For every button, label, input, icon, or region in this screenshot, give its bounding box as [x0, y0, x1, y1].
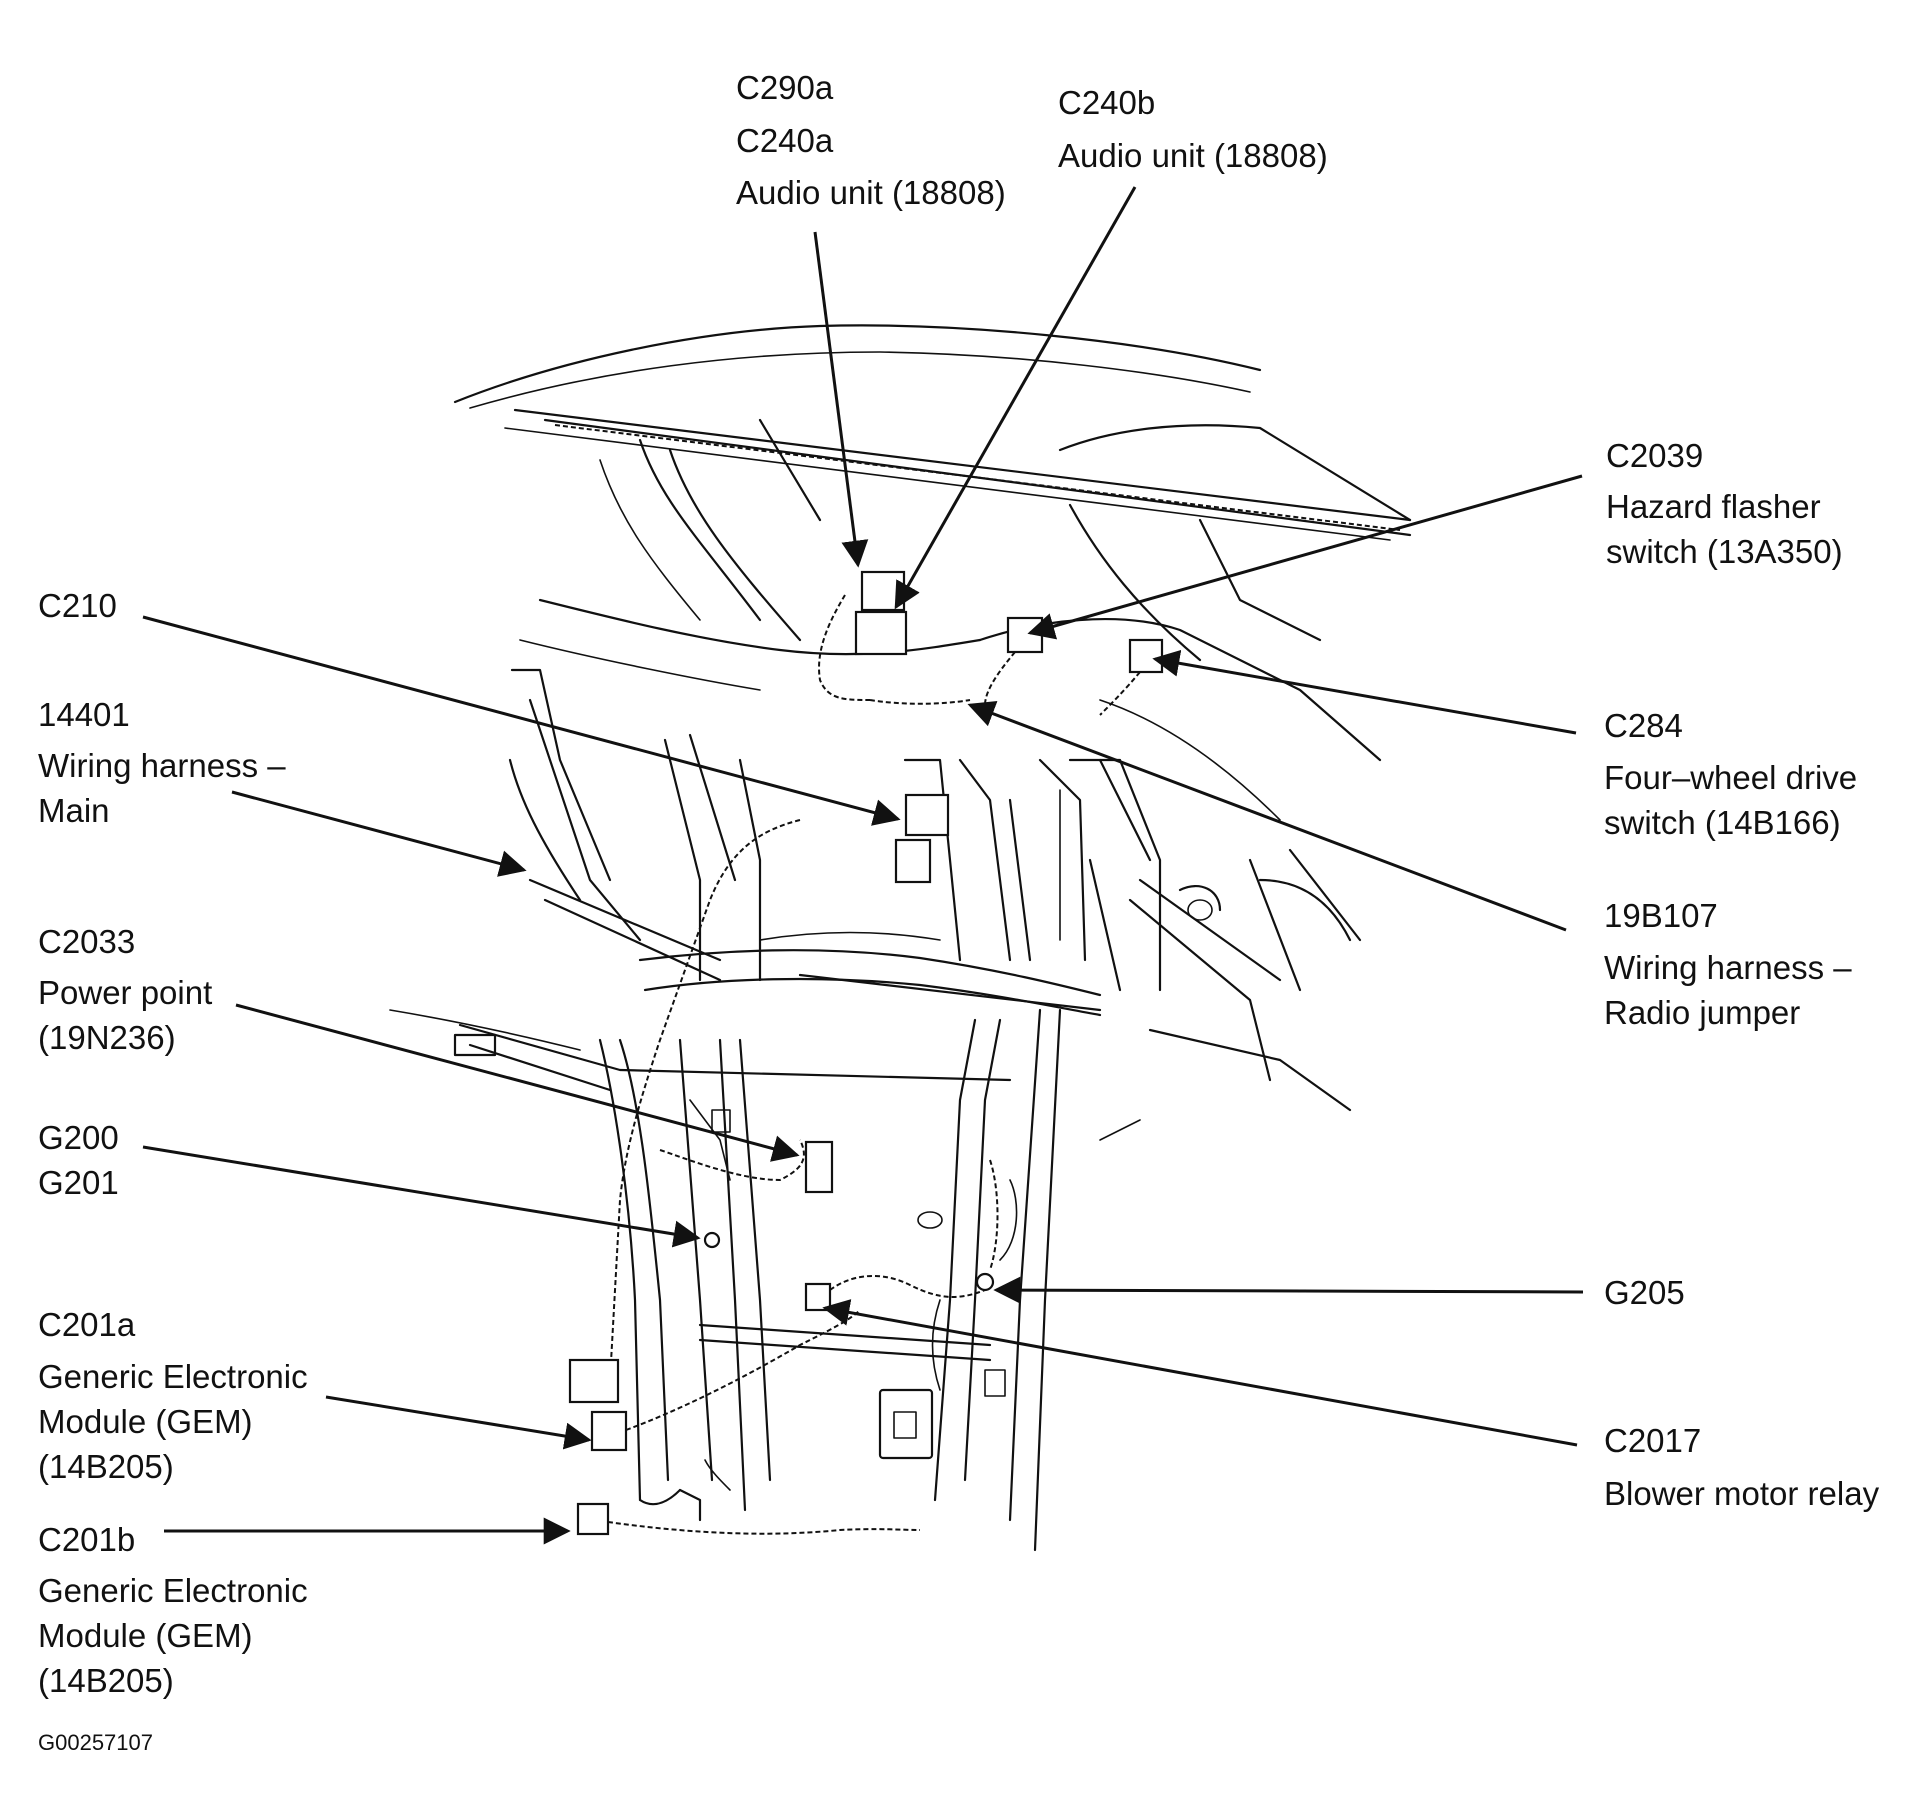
- leader-c201a: [325, 1395, 592, 1450]
- connector-c201a-upper: [568, 1358, 620, 1404]
- leader-c2033: [235, 1003, 800, 1162]
- label-19b107-desc1: Wiring harness –: [1604, 949, 1852, 986]
- label-c201a: C201a: [38, 1306, 136, 1343]
- label-c201b-desc2: Module (GEM): [38, 1617, 253, 1654]
- label-c240a: C240a: [736, 122, 834, 159]
- leader-c2017: [822, 1299, 1578, 1447]
- label-c210: C210: [38, 587, 117, 624]
- connector-c210: [904, 793, 950, 837]
- label-c290a: C290a: [736, 69, 834, 106]
- ground-g205: [975, 1272, 995, 1292]
- harness-and-connectors: [568, 570, 1164, 1536]
- leader-radio-jumper: [967, 700, 1567, 932]
- leader-c284: [1152, 649, 1577, 735]
- leader-g200: [142, 1145, 701, 1248]
- figure-code: G00257107: [38, 1730, 153, 1755]
- connector-c201a: [590, 1410, 628, 1452]
- connector-c2039: [1006, 616, 1044, 654]
- connector-c2017: [804, 1282, 832, 1312]
- label-c2033: C2033: [38, 923, 135, 960]
- label-g200: G200: [38, 1119, 119, 1156]
- leader-c290a: [813, 231, 869, 568]
- label-c2039: C2039: [1606, 437, 1703, 474]
- label-c2039-desc1: Hazard flasher: [1606, 488, 1821, 525]
- label-c284-desc2: switch (14B166): [1604, 804, 1841, 841]
- label-c201b-desc1: Generic Electronic: [38, 1572, 308, 1609]
- label-c2017: C2017: [1604, 1422, 1701, 1459]
- connector-c201b: [576, 1502, 610, 1536]
- leader-harness-main: [231, 790, 527, 877]
- leader-c2039: [1027, 474, 1583, 640]
- label-c201b-desc3: (14B205): [38, 1662, 174, 1699]
- leader-g205: [993, 1276, 1584, 1304]
- label-g201: G201: [38, 1164, 119, 1201]
- label-14401-desc1: Wiring harness –: [38, 747, 286, 784]
- label-c284: C284: [1604, 707, 1683, 744]
- callout-labels: C290a C240a Audio unit (18808) C240b Aud…: [38, 69, 1880, 1755]
- label-c201a-desc3: (14B205): [38, 1448, 174, 1485]
- connector-c284: [1128, 638, 1164, 674]
- label-c2033-desc2: (19N236): [38, 1019, 176, 1056]
- leader-arrows: [142, 186, 1584, 1545]
- label-c201a-desc2: Module (GEM): [38, 1403, 253, 1440]
- connector-c210-mate: [894, 838, 932, 884]
- label-c2039-desc2: switch (13A350): [1606, 533, 1843, 570]
- label-g205: G205: [1604, 1274, 1685, 1311]
- label-c240b: C240b: [1058, 84, 1155, 121]
- label-c201b: C201b: [38, 1521, 135, 1558]
- connector-c2033: [804, 1140, 834, 1194]
- label-c2017-desc: Blower motor relay: [1604, 1475, 1880, 1512]
- vehicle-structure-drawing: [389, 324, 1412, 1552]
- ground-g200: [703, 1231, 721, 1249]
- label-c201a-desc1: Generic Electronic: [38, 1358, 308, 1395]
- label-14401: 14401: [38, 696, 130, 733]
- label-19b107-desc2: Radio jumper: [1604, 994, 1800, 1031]
- label-c2033-desc1: Power point: [38, 974, 212, 1011]
- label-c284-desc1: Four–wheel drive: [1604, 759, 1857, 796]
- label-14401-desc2: Main: [38, 792, 110, 829]
- leader-c210: [142, 615, 901, 826]
- connector-c240b: [854, 610, 908, 656]
- label-19b107: 19B107: [1604, 897, 1718, 934]
- label-c240a-desc: Audio unit (18808): [736, 174, 1006, 211]
- leader-c240b: [894, 186, 1137, 610]
- label-c240b-desc: Audio unit (18808): [1058, 137, 1328, 174]
